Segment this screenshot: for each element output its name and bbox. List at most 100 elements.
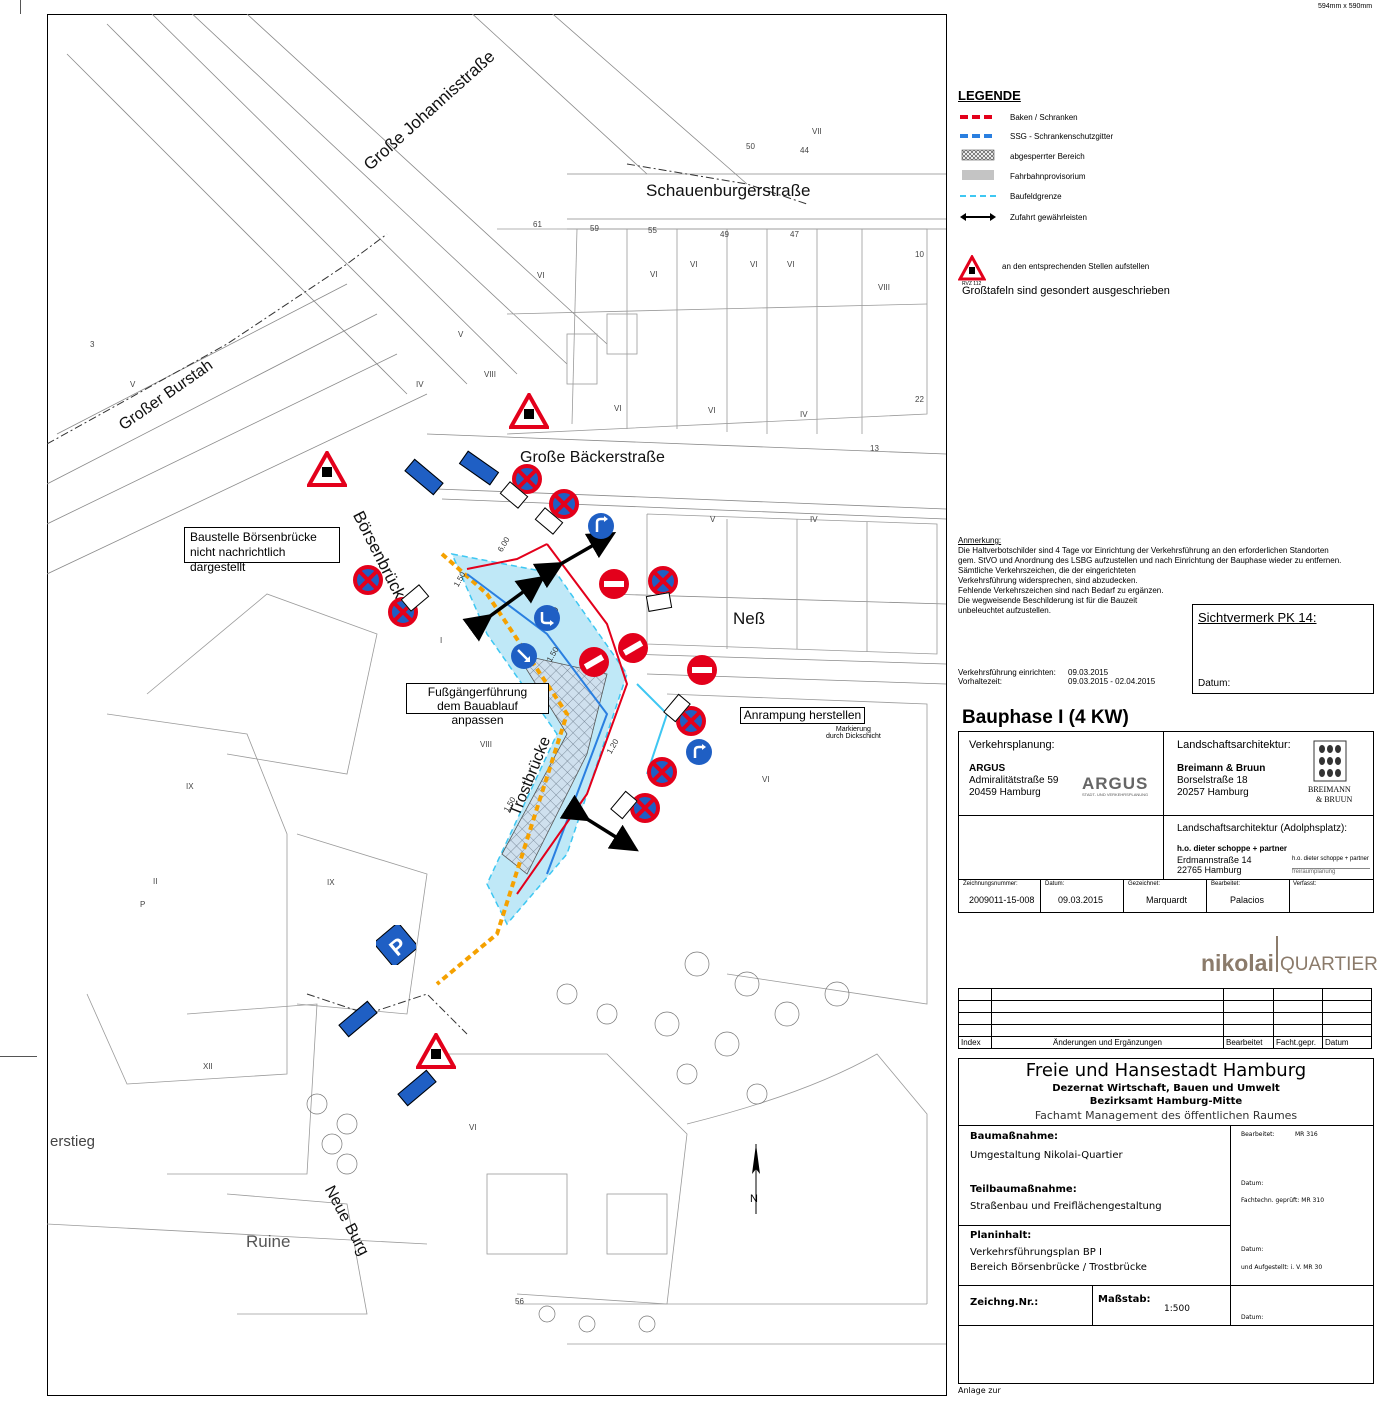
content-line-1: Verkehrsführungsplan BP I bbox=[970, 1247, 1102, 1258]
divider bbox=[1289, 879, 1290, 913]
road-johannisstrasse bbox=[66, 14, 748, 395]
meta-header: Gezeichnet: bbox=[1128, 881, 1161, 887]
divider bbox=[958, 1325, 1374, 1326]
brand-nikolai: nikolai bbox=[1201, 950, 1274, 976]
no-entry-sign-icon[interactable] bbox=[686, 654, 718, 686]
parking-sign-icon[interactable]: P bbox=[376, 925, 416, 965]
markierung-text: durch Dickschicht bbox=[826, 733, 881, 740]
legend-item: Zufahrt gewährleisten bbox=[1010, 213, 1087, 222]
traffic-firm: ARGUS bbox=[969, 763, 1006, 774]
schoppe-logo-text: h.o. dieter schoppe + partner bbox=[1292, 856, 1369, 862]
floor-label: VIII bbox=[878, 283, 891, 292]
legend-warning-icon bbox=[958, 255, 986, 281]
no-stopping-sign-icon[interactable] bbox=[512, 464, 542, 494]
drawn-by: Marquardt bbox=[1146, 895, 1188, 905]
adolph-firm: h.o. dieter schoppe + partner bbox=[1177, 844, 1288, 853]
legend-item: Baken / Schranken bbox=[1010, 113, 1078, 122]
rev-header: Index bbox=[958, 1036, 992, 1049]
floor-label: IX bbox=[186, 782, 194, 791]
landscape-firm: Breimann & Bruun bbox=[1177, 763, 1266, 774]
floor-label: VI bbox=[708, 406, 716, 415]
house-number: 50 bbox=[746, 142, 755, 151]
traffic-street: Admiralitätstraße 59 bbox=[969, 775, 1059, 786]
roadwork-warning-icon[interactable] bbox=[307, 451, 347, 487]
house-number: 22 bbox=[915, 395, 924, 404]
mandatory-turn-sign-icon[interactable] bbox=[533, 604, 561, 632]
legend-item: Baufeldgrenze bbox=[1010, 192, 1062, 201]
divider bbox=[958, 1225, 1230, 1226]
floor-label: IV bbox=[800, 410, 808, 419]
parcel-lines bbox=[47, 163, 808, 1035]
notes-block: Anmerkung: Die Haltverbotschilder sind 4… bbox=[958, 536, 1341, 616]
adolph-street: Erdmannstraße 14 bbox=[1177, 855, 1252, 865]
floor-label: VI bbox=[537, 271, 545, 280]
floor-label: VI bbox=[690, 260, 698, 269]
notes-line: Die Haltverbotschilder sind 4 Tage vor E… bbox=[958, 546, 1329, 555]
divider bbox=[1092, 1285, 1093, 1325]
schoppe-logo-text: freiraumplanung bbox=[1292, 868, 1370, 875]
floor-label: VI bbox=[762, 775, 770, 784]
callout-text: dem Bauablauf anpassen bbox=[437, 699, 518, 727]
measure-label: Baumaßnahme: bbox=[970, 1131, 1059, 1142]
annex-label: Anlage zur bbox=[958, 1386, 1001, 1395]
datum-label: Datum: bbox=[1241, 1314, 1264, 1321]
callout-anrampung: Anrampung herstellen bbox=[740, 707, 865, 724]
divider bbox=[958, 1125, 1374, 1126]
no-stopping-sign-icon[interactable] bbox=[549, 489, 579, 519]
no-entry-sign-icon[interactable] bbox=[578, 646, 610, 678]
mandatory-turn-sign-icon[interactable] bbox=[510, 642, 538, 670]
revision-table: Index Änderungen und Ergänzungen Bearbei… bbox=[958, 988, 1372, 1049]
mandatory-turn-sign-icon[interactable] bbox=[587, 512, 615, 540]
no-entry-sign-icon[interactable] bbox=[617, 632, 649, 664]
callout-text: nicht nachrichtlich dargestellt bbox=[190, 545, 286, 574]
notes-line: Verkehrsführung widersprechen, sind abzu… bbox=[958, 576, 1138, 585]
mandatory-turn-sign-icon[interactable] bbox=[685, 738, 713, 766]
measure-value: Umgestaltung Nikolai-Quartier bbox=[970, 1150, 1123, 1161]
drawing-no-label: Zeichng.Nr.: bbox=[970, 1297, 1039, 1308]
period-value: 09.03.2015 - 02.04.2015 bbox=[1068, 677, 1156, 686]
fold-mark bbox=[20, 0, 21, 14]
period-label: Vorhaltezeit: bbox=[958, 677, 1003, 686]
floor-label: VIII bbox=[480, 740, 493, 749]
house-number: 56 bbox=[515, 1297, 524, 1306]
authority-box bbox=[958, 1058, 1374, 1384]
sub-measure-value: Straßenbau und Freiflächengestaltung bbox=[970, 1201, 1162, 1212]
callout-baustelle: Baustelle Börsenbrücke nicht nachrichtli… bbox=[184, 527, 340, 574]
checked-label: Fachtechn. geprüft: MR 310 bbox=[1241, 1197, 1325, 1204]
divider bbox=[958, 815, 1374, 816]
house-number: 3 bbox=[90, 340, 95, 349]
roadwork-warning-icon[interactable] bbox=[509, 393, 549, 429]
authority-dept: Dezernat Wirtschaft, Bauen und Umwelt bbox=[1052, 1083, 1280, 1094]
house-number: 13 bbox=[870, 444, 879, 453]
set-up-label: und Aufgestellt: i. V. MR 30 bbox=[1241, 1264, 1323, 1271]
notes-line: Fehlende Verkehrszeichen sind nach Bedar… bbox=[958, 586, 1164, 595]
title-block-panel bbox=[946, 14, 1393, 1396]
authority-office: Fachamt Management des öffentlichen Raum… bbox=[1034, 1109, 1298, 1122]
site-plan-map[interactable] bbox=[47, 14, 946, 1396]
brand-spire-icon bbox=[1276, 936, 1278, 972]
adolph-city: 22765 Hamburg bbox=[1177, 865, 1242, 875]
street-baecker: Große Bäckerstraße bbox=[520, 449, 665, 466]
no-stopping-sign-icon[interactable] bbox=[630, 793, 660, 823]
roadwork-warning-icon[interactable] bbox=[416, 1033, 456, 1069]
legend-symbols bbox=[960, 115, 996, 221]
datum-label: Datum: bbox=[1241, 1180, 1264, 1187]
argus-logo: ARGUS bbox=[1082, 774, 1149, 793]
edited-value: MR 316 bbox=[1295, 1131, 1318, 1138]
floor-label: VI bbox=[650, 270, 658, 279]
notes-line: gem. StVO und Anordnung des LSBG aufzust… bbox=[958, 556, 1342, 565]
no-stopping-sign-icon[interactable] bbox=[676, 706, 706, 736]
traffic-label: Verkehrsplanung: bbox=[969, 739, 1055, 751]
no-entry-sign-icon[interactable] bbox=[598, 568, 630, 600]
divider bbox=[958, 879, 1374, 880]
no-stopping-sign-icon[interactable] bbox=[353, 565, 383, 595]
floor-label: IX bbox=[327, 878, 335, 887]
meta-header: Verfasst: bbox=[1293, 881, 1317, 887]
no-stopping-sign-icon[interactable] bbox=[647, 757, 677, 787]
sichtvermerk-box[interactable]: Sichtvermerk PK 14: Datum: bbox=[1192, 604, 1374, 694]
no-stopping-sign-icon[interactable] bbox=[648, 566, 678, 596]
scale-value: 1:500 bbox=[1164, 1304, 1190, 1314]
breimann-bruun-logo-icon bbox=[1313, 740, 1347, 782]
street-schauenburger: Schauenburgerstraße bbox=[646, 181, 811, 200]
rev-header: Facht.gepr. bbox=[1273, 1036, 1323, 1049]
